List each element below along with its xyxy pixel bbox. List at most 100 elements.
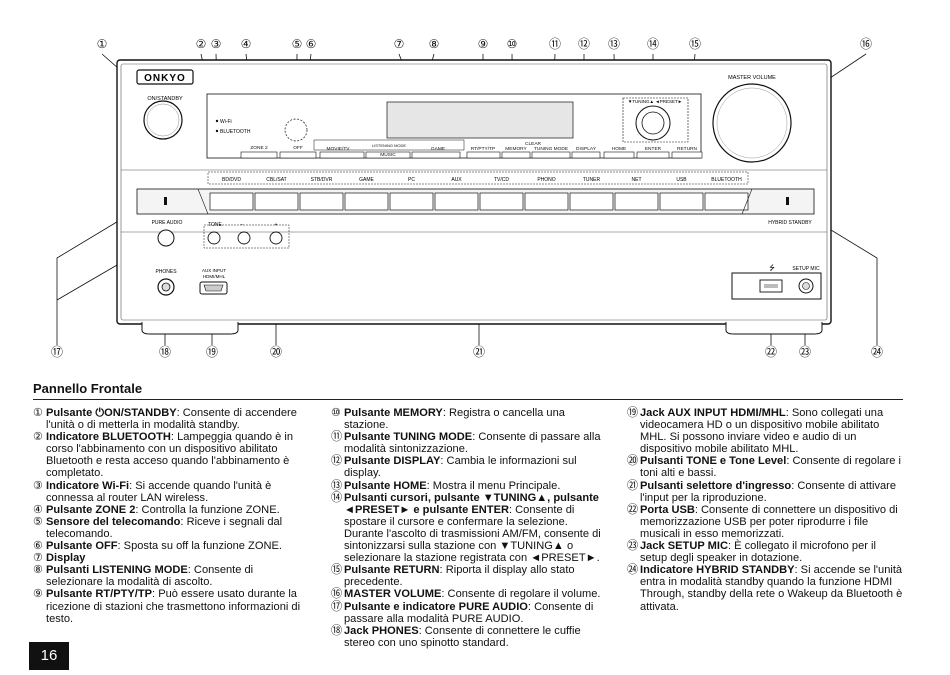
master-volume-knob[interactable]	[712, 83, 792, 163]
bluetooth-indicator	[215, 129, 219, 133]
item-number: ③	[33, 479, 43, 492]
hybrid-standby-indicator	[786, 197, 789, 205]
home-button[interactable]	[603, 151, 635, 159]
callout-18: ⑱	[159, 345, 171, 359]
master-volume-label: MASTER VOLUME	[728, 75, 776, 81]
item-text: : Controlla la funzione ZONE.	[135, 503, 280, 516]
item-text: : Lampeggia quando è in corso l'abbiname…	[46, 431, 294, 480]
zone2-button[interactable]	[240, 151, 278, 159]
music-button[interactable]	[365, 151, 411, 159]
display-button[interactable]	[571, 151, 601, 159]
movie-tv-button[interactable]	[319, 151, 365, 159]
selector-button-phono[interactable]	[524, 192, 569, 211]
tone-level-minus-button[interactable]	[237, 231, 251, 245]
enter-knob[interactable]	[641, 111, 665, 135]
item-number: ⑤	[33, 515, 43, 528]
item-number: ⑯	[331, 588, 343, 601]
item-number: ②	[33, 431, 43, 444]
selector-button-bluetooth[interactable]	[704, 192, 749, 211]
item-number: ⑩	[331, 407, 341, 419]
selector-button-stb-dvr[interactable]	[299, 192, 344, 211]
item-title: Pulsanti selettore d'ingresso	[640, 479, 792, 492]
item-text: : Consente di selezionare la modalità di…	[46, 564, 254, 589]
callout-4: ④	[241, 37, 252, 51]
item-title: Pulsante RT/PTY/TP	[46, 588, 153, 601]
callout-19: ⑲	[206, 345, 218, 359]
rt-pty-tp-label: RT/PTY/TP	[471, 146, 495, 152]
item-text: : Mostra il menu Principale.	[426, 479, 561, 492]
usb-symbol: ⭍	[769, 264, 775, 272]
callout-13: ⑬	[608, 37, 620, 51]
bluetooth-indicator-label: BLUETOOTH	[220, 129, 251, 135]
selector-label: TV/CD	[494, 177, 509, 183]
game-lm-button[interactable]	[411, 151, 461, 159]
item-title: Jack SETUP MIC	[640, 540, 728, 553]
tuning-mode-button[interactable]	[531, 151, 571, 159]
callout-11: ⑪	[549, 37, 561, 51]
brand-logo: ONKYO	[144, 73, 186, 84]
selector-label: PC	[408, 177, 415, 183]
pure-audio-label: PURE AUDIO	[152, 220, 183, 226]
on-standby-label: ON/STANDBY	[147, 96, 183, 102]
phones-label: PHONES	[155, 269, 177, 275]
item-text: : Consente di connettere un dispositivo …	[640, 503, 898, 540]
item-number: ①	[33, 407, 43, 419]
item-number: ㉔	[627, 564, 639, 577]
selector-button-game[interactable]	[344, 192, 389, 211]
movie-tv-label: MOVIE/TV	[327, 146, 351, 152]
off-button[interactable]	[279, 151, 317, 159]
item-title: Pulsante HOME	[344, 479, 427, 492]
pure-audio-button[interactable]	[157, 229, 175, 247]
item-title: Pulsante OFF	[46, 540, 118, 553]
selector-label: NET	[632, 177, 642, 183]
remote-sensor	[284, 118, 308, 142]
callout-5: ⑤	[292, 37, 303, 51]
selector-button-net[interactable]	[614, 192, 659, 211]
home-label: HOME	[612, 146, 626, 152]
selector-button-aux[interactable]	[434, 192, 479, 211]
page-number: 16	[29, 642, 69, 670]
memory-button[interactable]	[501, 151, 531, 159]
enter-label: ENTER	[645, 146, 662, 152]
callout-2: ②	[196, 37, 207, 51]
listening-mode-label: LISTENING MODE	[372, 143, 407, 148]
enter-button[interactable]	[636, 151, 670, 159]
item-text: : Consente di regolare i toni alti e bas…	[640, 455, 902, 480]
on-standby-button[interactable]	[143, 100, 183, 140]
selector-button-bd-dvd[interactable]	[209, 192, 254, 211]
tone-button[interactable]	[207, 231, 221, 245]
item-title: Pulsante ZONE 2	[46, 503, 136, 516]
tone-level-plus-button[interactable]	[269, 231, 283, 245]
selector-button-tv-cd[interactable]	[479, 192, 524, 211]
memory-label: MEMORY	[505, 146, 527, 152]
item-text: : Consente di connettere le cuffie stere…	[344, 624, 581, 649]
item-title: Display	[46, 552, 86, 565]
tuning-preset-label: ▼TUNING▲ ◄PRESET►	[628, 99, 682, 104]
rt-pty-tp-button[interactable]	[466, 151, 501, 159]
selector-button-usb[interactable]	[659, 192, 704, 211]
callout-23: ㉓	[799, 345, 811, 359]
selector-button-cbl-sat[interactable]	[254, 192, 299, 211]
wifi-label: Wi-Fi	[220, 119, 232, 125]
selector-button-tuner[interactable]	[569, 192, 614, 211]
return-label: RETURN	[677, 146, 698, 152]
return-button[interactable]	[671, 151, 703, 159]
selector-button-pc[interactable]	[389, 192, 434, 211]
item-title: MASTER VOLUME	[344, 588, 442, 601]
front-panel-diagram: ① ② ③ ④ ⑤ ⑥ ⑦ ⑧ ⑨ ⑩ ⑪ ⑫ ⑬ ⑭ ⑮ ⑯ ⑰ ⑱ ⑲ ⑳ …	[51, 37, 883, 359]
item-number: ⑱	[331, 624, 343, 637]
callout-15: ⑮	[689, 37, 701, 51]
item-title: Pulsante DISPLAY	[344, 455, 441, 468]
item-text: : Cambia le informazioni sul display.	[344, 455, 577, 480]
